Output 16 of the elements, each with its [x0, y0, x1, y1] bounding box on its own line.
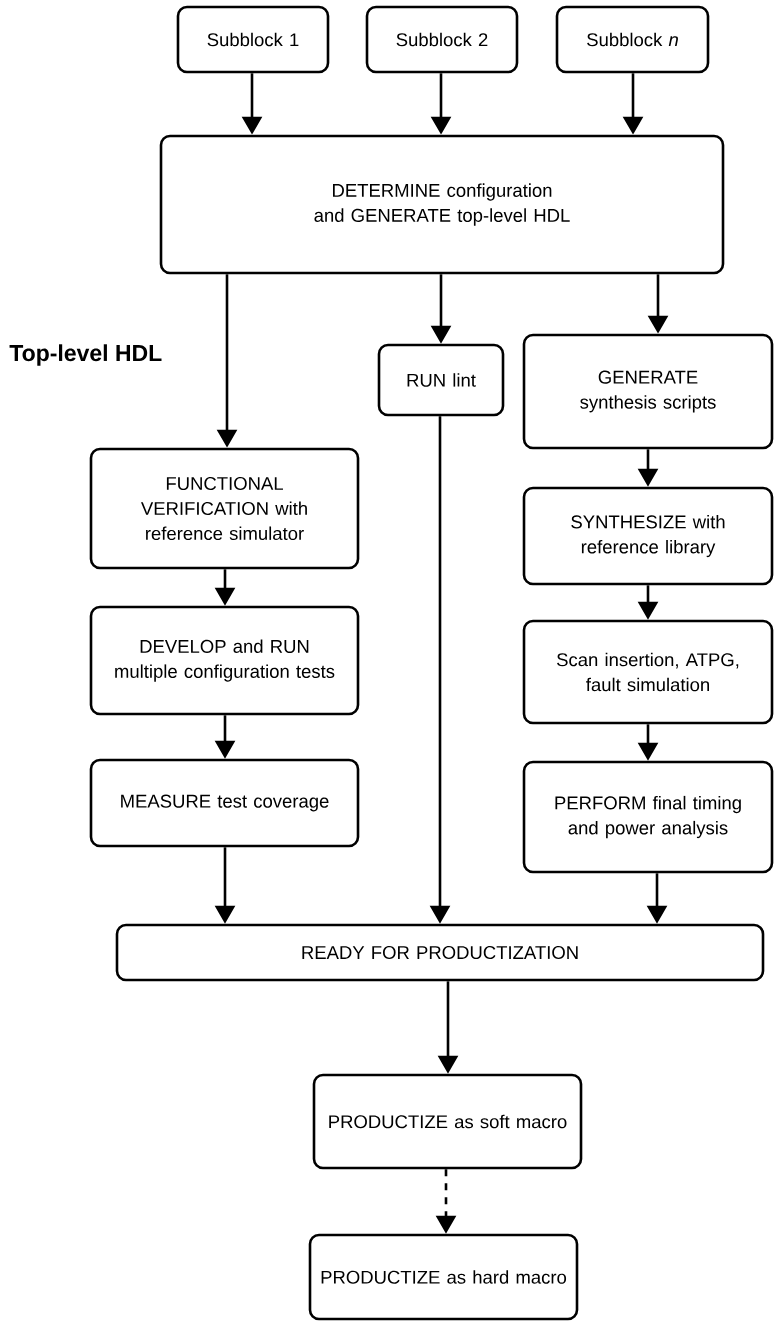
process-box: Subblock 2 — [365, 5, 519, 74]
process-box: PRODUCTIZE as soft macro — [312, 1073, 583, 1170]
process-box: DETERMINE configuration and GENERATE top-level HDL — [159, 134, 725, 275]
process-box: Scan insertion, ATPG, fault simulation — [522, 619, 774, 725]
process-box: MEASURE test coverage — [89, 758, 360, 848]
process-box: PRODUCTIZE as hard macro — [308, 1233, 579, 1321]
process-box: DEVELOP and RUN multiple configuration tests — [89, 605, 360, 716]
section-label: Top-level HDL — [9, 344, 162, 366]
process-box: Subblock 1 — [176, 5, 330, 74]
process-box: FUNCTIONAL VERIFICATION with reference simulator — [89, 447, 360, 570]
process-box: READY FOR PRODUCTIZATION — [115, 923, 765, 982]
process-box: Subblock n — [555, 5, 710, 74]
process-box: SYNTHESIZE with reference library — [522, 486, 774, 586]
process-box: GENERATE synthesis scripts — [522, 333, 774, 450]
process-box: RUN lint — [377, 343, 505, 417]
process-box: PERFORM final timing and power analysis — [522, 760, 774, 874]
